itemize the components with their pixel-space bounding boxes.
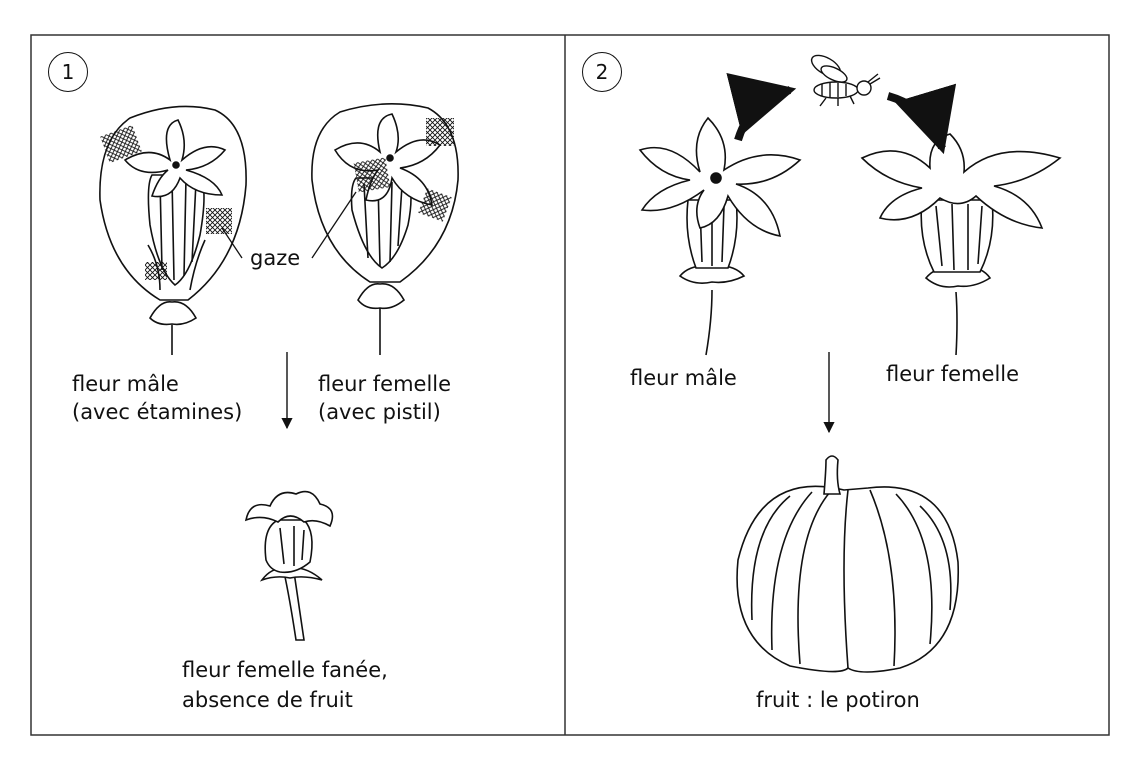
male-flower-label-2: fleur mâle [630, 364, 737, 392]
panel-1-number: 1 [48, 52, 88, 92]
pumpkin-icon [737, 456, 958, 672]
no-fruit-label: absence de fruit [182, 686, 353, 714]
bee-icon [808, 51, 880, 106]
withered-flower-icon [246, 492, 332, 640]
transfer-arrow-to-female-icon [888, 96, 942, 148]
transfer-arrow-to-bee-icon [738, 90, 790, 140]
female-flower-sublabel: (avec pistil) [318, 398, 441, 426]
panel-2-number: 2 [582, 52, 622, 92]
male-flower-icon [640, 118, 800, 355]
fruit-label: fruit : le potiron [756, 686, 920, 714]
male-flower-sublabel: (avec étamines) [72, 398, 242, 426]
withered-result-label: fleur femelle fanée, [182, 656, 388, 684]
female-flower-label-2: fleur femelle [886, 360, 1019, 388]
gauze-label: gaze [250, 244, 300, 272]
male-flower-label: fleur mâle [72, 370, 179, 398]
bagged-female-flower-icon [312, 104, 458, 355]
female-flower-icon [862, 134, 1060, 355]
female-flower-label: fleur femelle [318, 370, 451, 398]
